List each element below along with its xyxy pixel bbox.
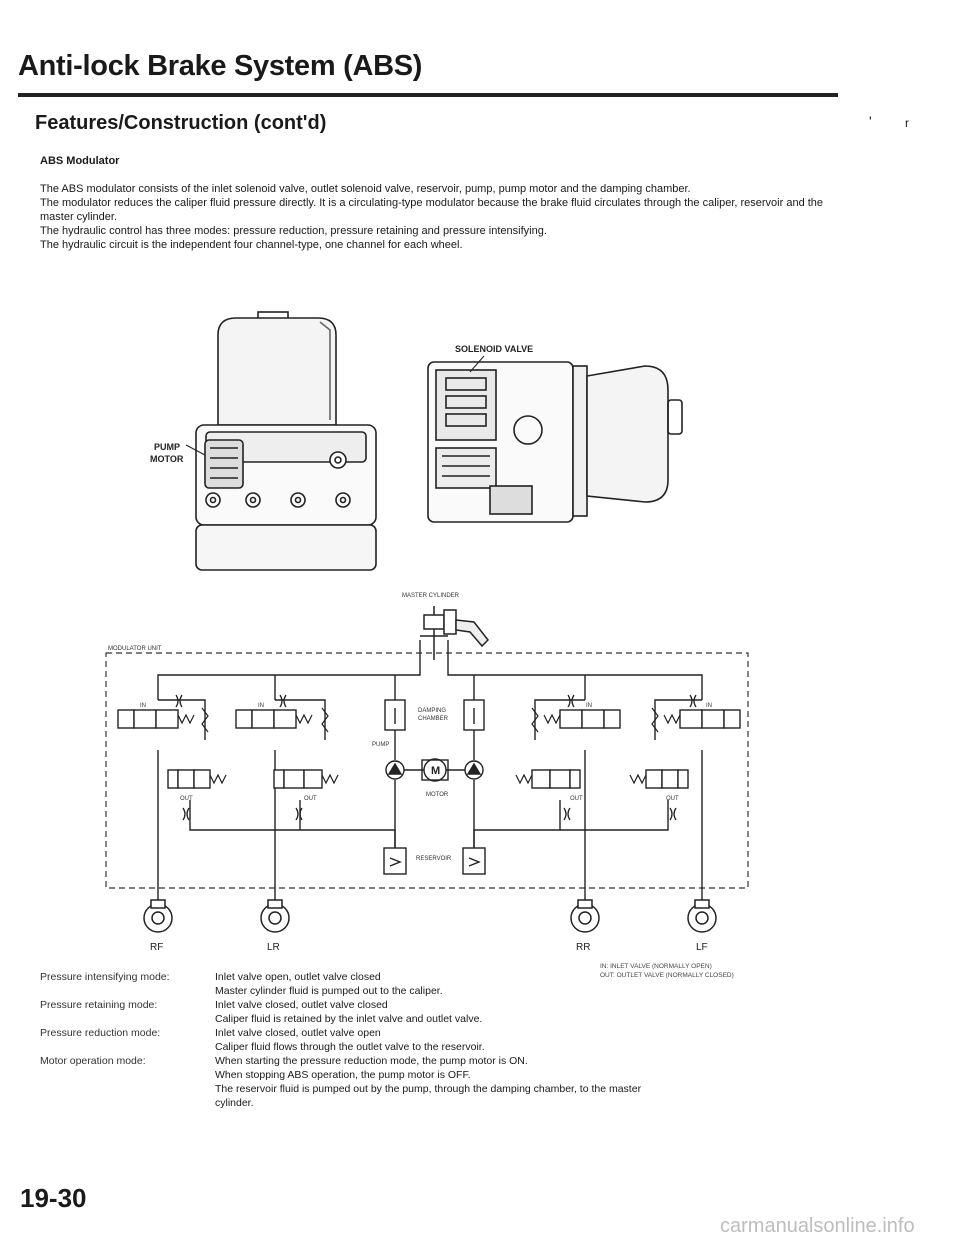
motor-label: MOTOR bbox=[426, 792, 449, 798]
mode-line: The reservoir fluid is pumped out by the… bbox=[215, 1083, 642, 1095]
pump-motor-unit bbox=[385, 758, 484, 782]
mode-line: Inlet valve closed, outlet valve closed bbox=[215, 999, 388, 1011]
damping-chamber-label: CHAMBER bbox=[418, 716, 449, 722]
watermark: carmanualsonline.info bbox=[720, 1215, 915, 1237]
mode-name: Pressure reduction mode: bbox=[40, 1027, 161, 1039]
mode-line: Inlet valve open, outlet valve closed bbox=[215, 971, 381, 983]
modulator-illustration-right bbox=[427, 361, 683, 523]
mode-name: Motor operation mode: bbox=[40, 1055, 146, 1067]
in-label: IN bbox=[140, 703, 146, 709]
mode-row: Pressure intensifying mode: Inlet valve … bbox=[40, 970, 850, 998]
pump-motor-label: MOTOR bbox=[150, 454, 184, 464]
margin-mark: ' bbox=[869, 113, 872, 129]
mode-line: Master cylinder fluid is pumped out to t… bbox=[215, 985, 443, 997]
out-label: OUT bbox=[570, 796, 583, 802]
mode-row: Motor operation mode: When starting the … bbox=[40, 1054, 850, 1110]
legend-line: IN: INLET VALVE (NORMALLY OPEN) bbox=[600, 963, 712, 970]
mode-descriptions: Pressure intensifying mode: Inlet valve … bbox=[40, 970, 850, 1110]
paragraph: The hydraulic control has three modes: p… bbox=[40, 225, 547, 237]
hydraulic-lines bbox=[157, 640, 703, 905]
out-label: OUT bbox=[180, 796, 193, 802]
solenoid-valve-label: SOLENOID VALVE bbox=[455, 344, 533, 354]
mode-line: When starting the pressure reduction mod… bbox=[215, 1055, 528, 1067]
valve-legend: IN: INLET VALVE (NORMALLY OPEN) OUT: OUT… bbox=[600, 962, 734, 980]
modulator-figure: PUMP MOTOR SOLENOID VALVE MASTER CYLINDE… bbox=[105, 311, 749, 953]
out-label: OUT bbox=[304, 796, 317, 802]
legend-line: OUT: OUTLET VALVE (NORMALLY CLOSED) bbox=[600, 972, 734, 979]
outlet-valves bbox=[167, 769, 689, 789]
title-rule bbox=[18, 93, 838, 97]
motor-symbol: M bbox=[431, 765, 440, 777]
wheel-label-rf: RF bbox=[150, 942, 163, 953]
mode-line: Caliper fluid flows through the outlet v… bbox=[215, 1041, 485, 1053]
wheel-label-lr: LR bbox=[267, 942, 280, 953]
section-subtitle: Features/Construction (cont'd) bbox=[35, 112, 327, 134]
pump-label: PUMP bbox=[372, 742, 389, 748]
mode-name: Pressure retaining mode: bbox=[40, 999, 158, 1011]
damping-chambers bbox=[384, 699, 485, 731]
master-cylinder bbox=[420, 606, 489, 660]
modulator-illustration-left bbox=[185, 311, 377, 571]
mode-line: Inlet valve closed, outlet valve open bbox=[215, 1027, 381, 1039]
page-title: Anti-lock Brake System (ABS) bbox=[18, 50, 423, 82]
paragraph: The ABS modulator consists of the inlet … bbox=[40, 183, 691, 195]
in-label: IN bbox=[586, 703, 592, 709]
in-label: IN bbox=[706, 703, 712, 709]
mode-line: Caliper fluid is retained by the inlet v… bbox=[215, 1013, 483, 1025]
mode-row: Pressure reduction mode: Inlet valve clo… bbox=[40, 1026, 850, 1054]
modulator-unit-label: MODULATOR UNIT bbox=[108, 646, 162, 652]
pump-motor-label: PUMP bbox=[154, 442, 180, 452]
modulator-unit-boundary bbox=[105, 652, 749, 889]
reservoir-label: RESERVOIR bbox=[416, 856, 452, 862]
mode-line: When stopping ABS operation, the pump mo… bbox=[215, 1069, 471, 1081]
orifice-symbols bbox=[175, 694, 697, 821]
page-number: 19-30 bbox=[20, 1183, 87, 1213]
wheel-label-rr: RR bbox=[576, 942, 590, 953]
out-label: OUT bbox=[666, 796, 679, 802]
mode-row: Pressure retaining mode: Inlet valve clo… bbox=[40, 998, 850, 1026]
valve-springs bbox=[177, 707, 681, 785]
section-heading: ABS Modulator bbox=[40, 155, 120, 167]
body-text: The ABS modulator consists of the inlet … bbox=[40, 182, 840, 252]
mode-name: Pressure intensifying mode: bbox=[40, 971, 170, 983]
mode-line: cylinder. bbox=[215, 1097, 254, 1109]
wheel-label-lf: LF bbox=[696, 942, 708, 953]
paragraph: The hydraulic circuit is the independent… bbox=[40, 239, 463, 251]
wheel-brakes bbox=[143, 899, 717, 933]
in-label: IN bbox=[258, 703, 264, 709]
reservoirs bbox=[383, 847, 486, 875]
master-cylinder-label: MASTER CYLINDER bbox=[402, 593, 460, 599]
inlet-valves bbox=[117, 709, 741, 729]
damping-chamber-label: DAMPING bbox=[418, 708, 446, 714]
margin-mark: r bbox=[905, 116, 909, 130]
paragraph: The modulator reduces the caliper fluid … bbox=[40, 197, 824, 223]
